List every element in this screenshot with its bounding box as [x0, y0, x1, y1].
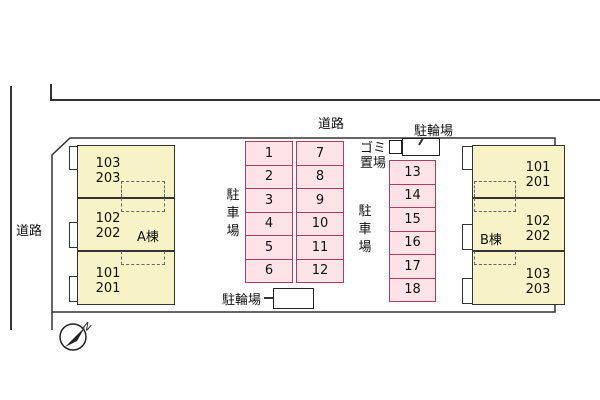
parking-space: 3 [245, 188, 293, 213]
building-a-label: A棟 [137, 230, 159, 245]
building-b-notch-2 [462, 224, 473, 250]
building-a-notch-3 [69, 276, 78, 302]
building-b-notch-3 [462, 278, 473, 304]
bicycle-parking-bottom [273, 288, 314, 309]
parking-space: 11 [296, 235, 344, 260]
parking-space: 5 [245, 235, 293, 260]
building-b-unit-2: 102 202 [525, 214, 551, 244]
parking-space: 15 [389, 207, 436, 232]
parking-space: 17 [389, 254, 436, 279]
bicycle-parking-top-label: 駐輪場 [414, 124, 454, 139]
parking-space: 8 [296, 164, 344, 189]
building-a-unit-3: 101 201 [95, 266, 121, 296]
building-b-balcony-3 [474, 251, 516, 265]
garbage-label-text: ゴミ置場 [360, 141, 387, 171]
building-a-divider-1 [77, 197, 175, 199]
bicycle-parking-bottom-pointer [264, 297, 274, 299]
building-b-balcony-2 [474, 198, 516, 212]
parking-space: 14 [389, 183, 436, 208]
building-a-notch-1 [69, 146, 78, 170]
building-a-balcony-2 [121, 198, 165, 212]
north-arrow-icon: N [59, 321, 93, 351]
parking-space: 1 [245, 141, 293, 166]
parking-space: 16 [389, 230, 436, 255]
parking-space: 18 [389, 277, 436, 302]
building-a-balcony-1 [121, 181, 165, 197]
left-road-line [10, 86, 12, 330]
building-a-balcony-3 [121, 251, 165, 265]
building-b-divider-2 [472, 250, 565, 252]
building-b-notch-1 [462, 146, 473, 170]
parking-label-right: 駐車場 [358, 204, 372, 255]
building-b-balcony-1 [474, 181, 516, 197]
top-road-tick [50, 84, 52, 100]
left-road-label: 道路 [16, 224, 43, 239]
building-b-unit-1: 101 201 [525, 160, 551, 190]
building-b-unit-3: 103 203 [525, 267, 551, 297]
building-a [77, 145, 175, 305]
top-road-label: 道路 [318, 117, 345, 132]
parking-space: 10 [296, 211, 344, 236]
bicycle-parking-bottom-label: 駐輪場 [222, 293, 262, 308]
parking-space: 7 [296, 141, 344, 166]
building-a-unit-2: 102 202 [95, 211, 121, 241]
top-road-line [50, 99, 600, 101]
garbage-label: ゴミ置場 [360, 141, 388, 171]
building-b-label: B棟 [480, 233, 502, 248]
building-a-notch-2 [69, 222, 78, 248]
parking-space: 13 [389, 160, 436, 185]
garbage-box [389, 140, 402, 154]
parking-space: 6 [245, 258, 293, 283]
building-a-divider-2 [77, 250, 175, 252]
parking-space: 4 [245, 211, 293, 236]
parking-space: 12 [296, 258, 344, 283]
building-b-divider-1 [472, 197, 565, 199]
building-a-unit-1: 103 203 [95, 156, 121, 186]
parking-space: 2 [245, 164, 293, 189]
parking-space: 9 [296, 188, 344, 213]
parking-label-left: 駐車場 [226, 188, 240, 239]
